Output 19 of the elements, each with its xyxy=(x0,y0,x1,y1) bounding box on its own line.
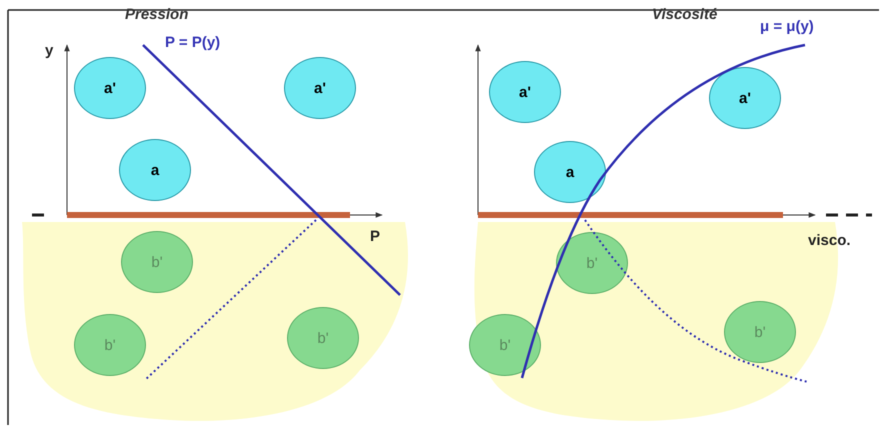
curve-label: P = P(y) xyxy=(165,34,220,51)
curve-label: μ = μ(y) xyxy=(760,18,814,35)
particle-label: a xyxy=(566,164,574,180)
particle-label: b' xyxy=(104,336,116,354)
particle-label: b' xyxy=(151,254,163,270)
particle-label: a' xyxy=(314,80,326,96)
particle-label: a' xyxy=(104,80,116,96)
axis-label: P xyxy=(370,228,380,245)
particle-label: b' xyxy=(754,324,766,340)
axis-label: y xyxy=(45,42,54,59)
particle-label: a' xyxy=(739,90,751,106)
axis-label: visco. xyxy=(808,232,851,249)
particle-label: a xyxy=(150,162,160,178)
particle-label: a' xyxy=(519,84,531,100)
panel-title: Viscosité xyxy=(652,6,718,23)
particle-label: b' xyxy=(317,330,329,346)
particle-label: b' xyxy=(499,336,511,354)
particle-label: b' xyxy=(586,254,598,272)
panel-title: Pression xyxy=(125,6,188,23)
